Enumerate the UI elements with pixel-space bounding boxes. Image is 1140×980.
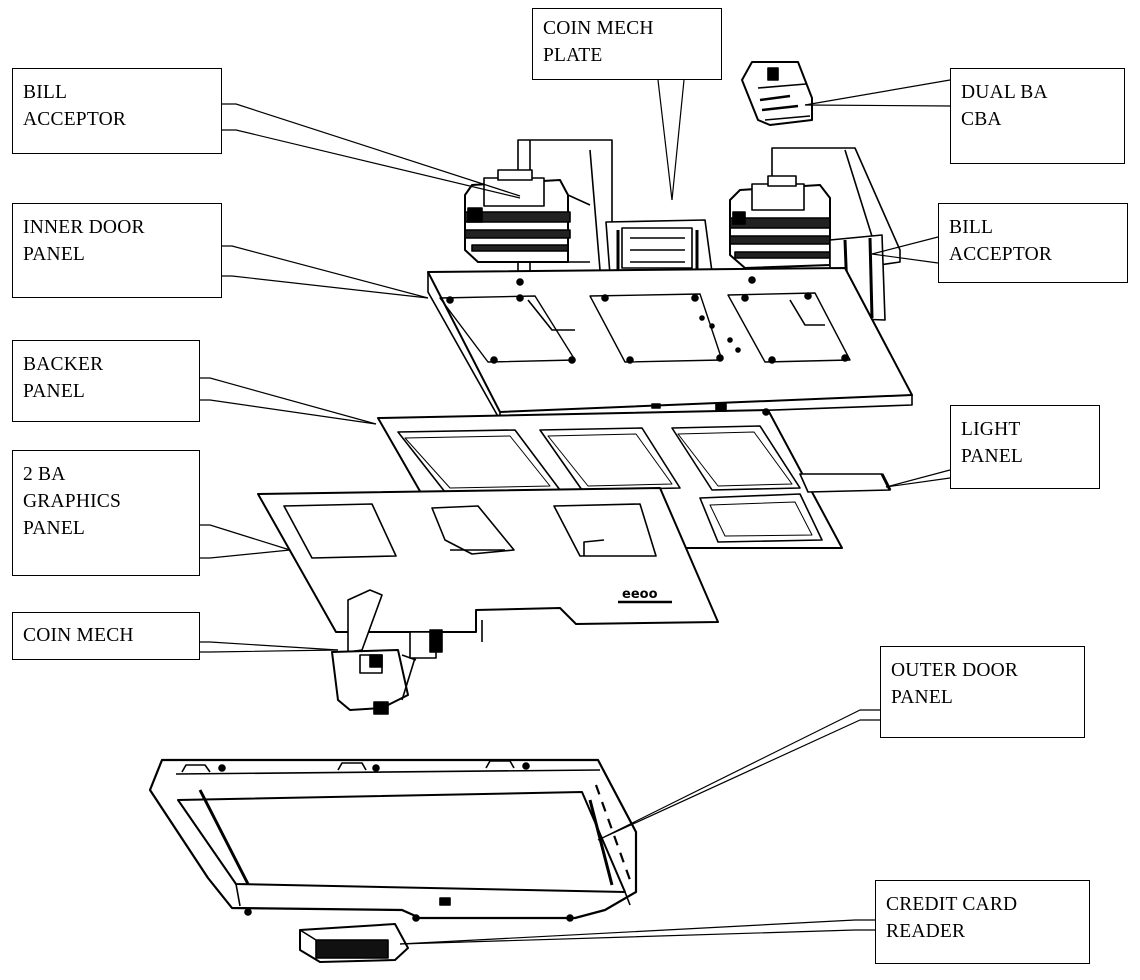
coin-mech-part [332,590,442,714]
callout-line: BACKER [23,354,104,375]
callout-graphics-panel: 2 BA GRAPHICS PANEL [12,450,200,576]
leader-backer-panel-2 [200,400,376,424]
outer-door-panel-part [150,760,636,921]
leader-bill-acceptor-right [872,237,938,254]
bill-acceptor-right-part [730,148,900,320]
leader-backer-panel [200,378,376,424]
leader-inner-door-panel-2 [222,276,428,298]
callout-line: BILL [23,82,68,103]
callout-credit-card-reader: CREDIT CARD READER [875,880,1090,964]
callout-line: COIN MECH [23,625,134,646]
leader-graphics-panel-2 [200,550,290,558]
callout-line: ACCEPTOR [949,244,1053,265]
credit-card-reader-part [300,924,408,962]
callout-coin-mech-plate: COIN MECH PLATE [532,8,722,80]
callout-inner-door-panel: INNER DOOR PANEL [12,203,222,298]
leader-coin-mech [200,642,338,650]
graphics-panel-logo: eeoo [622,587,658,602]
callout-bill-acceptor-right: BILL ACCEPTOR [938,203,1128,283]
callout-line: PANEL [961,446,1024,467]
callout-outer-door-panel: OUTER DOOR PANEL [880,646,1085,738]
callout-line: PLATE [543,45,603,66]
callout-light-panel: LIGHT PANEL [950,405,1100,489]
callout-line: PANEL [23,381,86,402]
leader-outer-door-panel-2 [598,720,880,840]
leader-coin-mech-plate-2 [672,80,684,200]
light-panel-part [800,474,890,492]
callout-line: CREDIT CARD [886,894,1018,915]
leader-coin-mech-plate [658,80,672,200]
leader-bill-acceptor-right-2 [872,254,938,263]
callout-backer-panel: BACKER PANEL [12,340,200,422]
callout-line: GRAPHICS [23,491,122,512]
leader-inner-door-panel [222,246,428,298]
callout-coin-mech: COIN MECH [12,612,200,660]
leader-bill-acceptor-left-2 [222,130,520,198]
leader-lines [200,80,950,944]
callout-bill-acceptor-left: BILL ACCEPTOR [12,68,222,154]
leader-dual-ba-cba-2 [805,105,950,106]
callout-line: PANEL [891,687,954,708]
leader-light-panel [886,470,950,487]
coin-mech-plate-part [606,220,712,275]
leader-coin-mech-2 [200,650,338,652]
leader-graphics-panel [200,525,290,550]
dual-ba-cba-part [742,62,812,125]
callout-line: PANEL [23,518,86,539]
leader-credit-card-reader [400,920,875,944]
callout-line: ACCEPTOR [23,109,127,130]
leader-light-panel-2 [886,478,950,487]
callout-line: PANEL [23,244,86,265]
leader-dual-ba-cba [805,80,950,105]
callout-line: LIGHT [961,419,1021,440]
graphics-panel-part [258,488,718,642]
leader-outer-door-panel [598,710,880,840]
leader-bill-acceptor-left [222,104,520,196]
callout-line: 2 BA [23,464,66,485]
callout-dual-ba-cba: DUAL BA CBA [950,68,1125,164]
callout-line: BILL [949,217,994,238]
bill-acceptor-left-part [465,140,612,275]
callout-line: CBA [961,109,1002,130]
callout-line: DUAL BA [961,82,1048,103]
callout-line: COIN MECH [543,18,654,39]
leader-credit-card-reader-2 [400,930,875,944]
callout-line: INNER DOOR [23,217,145,238]
callout-line: OUTER DOOR [891,660,1019,681]
inner-door-panel-part [428,268,912,420]
callout-line: READER [886,921,966,942]
